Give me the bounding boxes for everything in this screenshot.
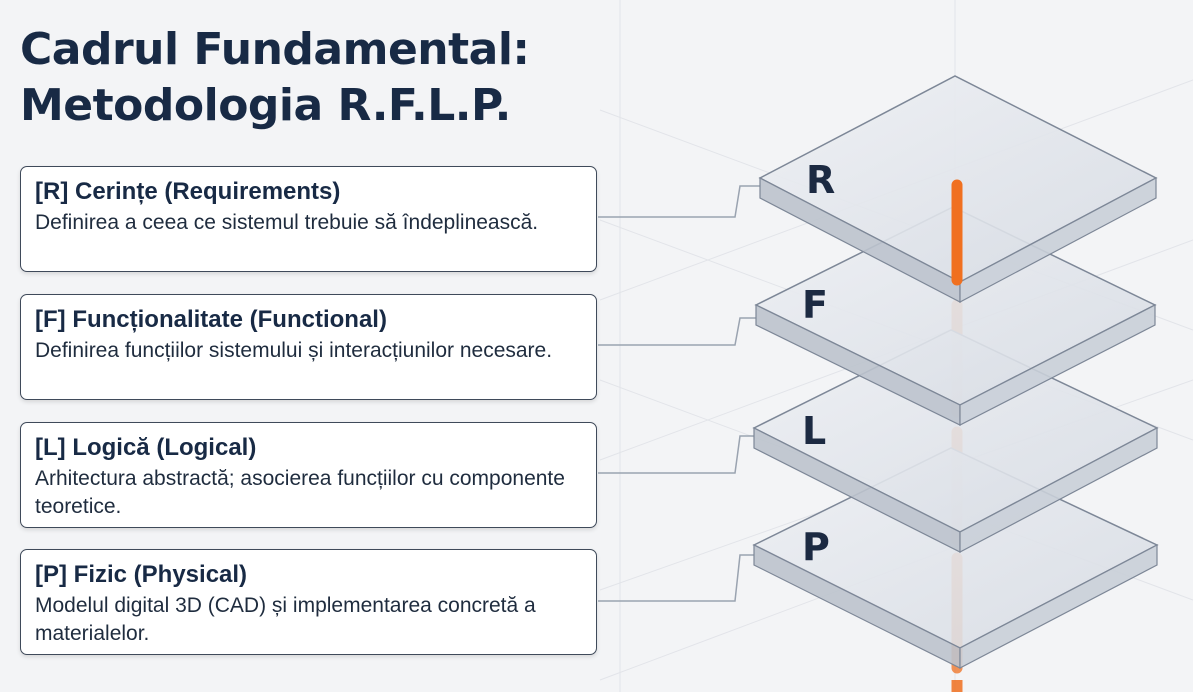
page-title: Cadrul Fundamental: Metodologia R.F.L.P. [20,22,530,134]
card-functional-title: [F] Funcționalitate (Functional) [35,306,387,333]
card-physical-description: Modelul digital 3D (CAD) și implementare… [35,594,536,645]
page-title-line-1: Cadrul Fundamental: [20,24,530,75]
card-requirements: [R] Cerințe (Requirements) Definirea a c… [20,166,597,272]
page-title-line-2: Metodologia R.F.L.P. [20,80,511,131]
card-requirements-description: Definirea a ceea ce sistemul trebuie să … [35,211,539,234]
card-logical: [L] Logică (Logical) Arhitectura abstrac… [20,422,597,528]
card-functional-description: Definirea funcțiilor sistemului și inter… [35,339,553,362]
card-logical-title: [L] Logică (Logical) [35,434,257,461]
card-physical: [P] Fizic (Physical) Modelul digital 3D … [20,549,597,655]
card-physical-title: [P] Fizic (Physical) [35,561,248,588]
card-functional: [F] Funcționalitate (Functional) Definir… [20,294,597,400]
card-requirements-title: [R] Cerințe (Requirements) [35,178,341,205]
card-logical-description: Arhitectura abstractă; asocierea funcții… [35,467,565,518]
